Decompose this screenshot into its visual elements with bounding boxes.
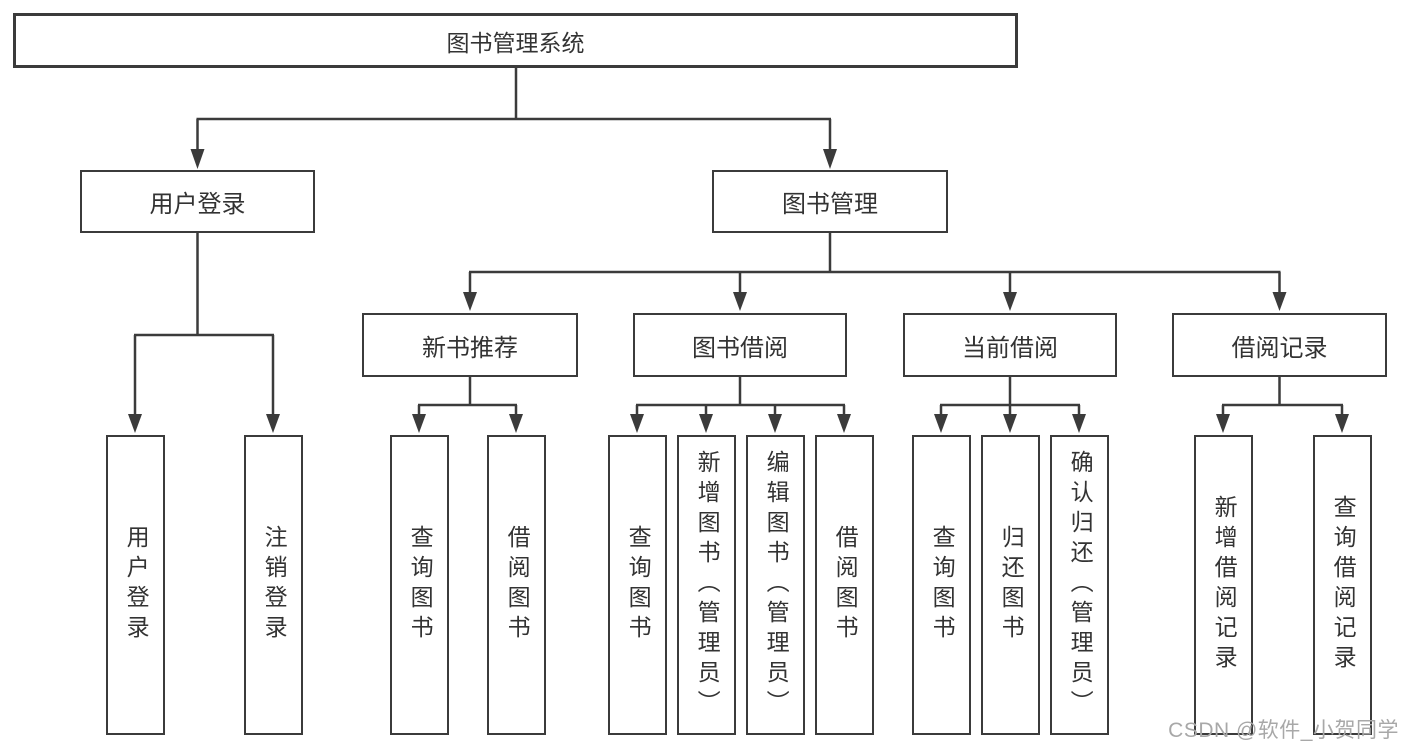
node-book-management: 图书管理 [712,170,948,233]
leaf-recommend-query-books: 查询图书 [390,435,449,735]
node-label: 查询借阅记录 [1330,495,1357,675]
node-label: 借阅图书 [832,525,859,645]
leaf-borrow-add-books-admin: 新增图书（管理员） [677,435,736,735]
node-label: 查询图书 [625,525,652,645]
leaf-borrow-edit-books-admin: 编辑图书（管理员） [746,435,805,735]
node-label: 图书管理 [782,191,878,218]
node-label: 归还图书 [998,525,1025,645]
leaf-current-query-books: 查询图书 [912,435,971,735]
leaf-current-return-books: 归还图书 [981,435,1040,735]
node-label: 新书推荐 [422,334,518,362]
node-book-management-system: 图书管理系统 [13,13,1018,68]
node-label: 图书借阅 [692,334,788,362]
node-label: 确认归还（管理员） [1067,450,1094,720]
node-new-book-recommendation: 新书推荐 [362,313,578,377]
node-label: 新增借阅记录 [1211,495,1238,675]
node-book-borrowing: 图书借阅 [633,313,847,377]
node-label: 查询图书 [929,525,956,645]
leaf-logout: 注销登录 [244,435,303,735]
node-user-login: 用户登录 [80,170,315,233]
leaf-current-confirm-return-admin: 确认归还（管理员） [1050,435,1109,735]
node-label: 新增图书（管理员） [694,450,721,720]
leaf-records-query-record: 查询借阅记录 [1313,435,1372,735]
node-label: 借阅记录 [1231,334,1328,362]
leaf-borrow-query-books: 查询图书 [608,435,667,735]
leaf-borrow-borrow-books: 借阅图书 [815,435,874,735]
node-label: 查询图书 [407,525,434,645]
csdn-watermark: CSDN @软件_小贺同学 [1168,719,1399,742]
node-label: 用户登录 [149,191,246,218]
node-label: 编辑图书（管理员） [763,450,790,720]
node-label: 用户登录 [123,525,150,645]
node-label: 注销登录 [261,525,288,645]
arrowheads [128,149,1349,433]
leaf-recommend-borrow-books: 借阅图书 [487,435,546,735]
node-label: 借阅图书 [504,525,531,645]
node-current-borrowing: 当前借阅 [903,313,1117,377]
node-borrowing-records: 借阅记录 [1172,313,1387,377]
leaf-records-add-record: 新增借阅记录 [1194,435,1253,735]
node-label: 当前借阅 [962,334,1058,362]
node-label: 图书管理系统 [446,29,585,56]
leaf-user-login: 用户登录 [106,435,165,735]
